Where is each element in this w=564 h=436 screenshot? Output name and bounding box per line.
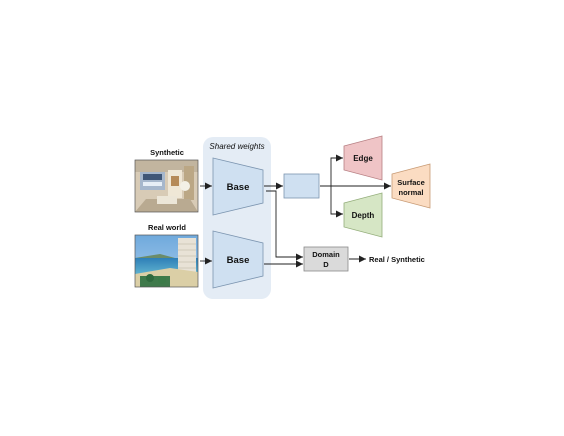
real-world-beach-photo-image <box>134 234 199 288</box>
domain-label-line2: D <box>323 260 329 269</box>
synthetic-label: Synthetic <box>150 148 184 157</box>
surface-normal-label-line2: normal <box>398 188 423 197</box>
edge-label: Edge <box>353 154 373 163</box>
shared-feature-box <box>283 173 320 199</box>
shared-weights-label: Shared weights <box>209 142 264 151</box>
surface-normal-decoder <box>391 163 431 209</box>
arrow-base-top-to-domain <box>266 190 303 261</box>
synthetic-room-render-image <box>134 159 199 213</box>
depth-label: Depth <box>352 211 375 220</box>
depth-decoder <box>343 192 383 238</box>
arrow-feature-to-edge <box>330 154 343 186</box>
edge-decoder <box>343 135 383 181</box>
base-encoder-bottom <box>212 230 264 289</box>
base-encoder-top <box>212 157 264 216</box>
real-world-label: Real world <box>148 223 186 232</box>
surface-normal-label-line1: Surface <box>397 178 425 187</box>
real-synthetic-output-label: Real / Synthetic <box>369 255 425 264</box>
domain-label-line1: Domain <box>312 250 340 259</box>
base-top-label: Base <box>227 182 250 193</box>
domain-discriminator-box <box>303 246 349 272</box>
base-bottom-label: Base <box>227 255 250 266</box>
arrow-feature-to-depth <box>330 186 343 218</box>
